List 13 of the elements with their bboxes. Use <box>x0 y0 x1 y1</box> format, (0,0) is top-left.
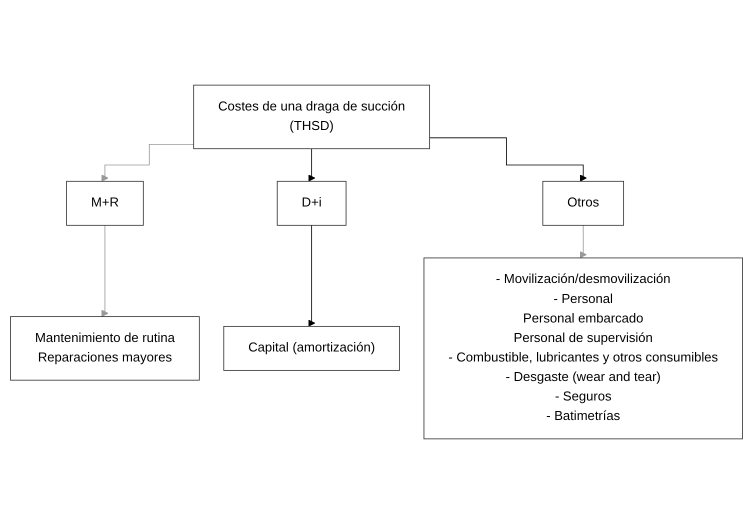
arrow <box>429 137 587 182</box>
arrow <box>308 148 316 182</box>
node-box <box>193 84 430 150</box>
node-box <box>276 180 346 226</box>
node-box <box>66 180 144 226</box>
node-box <box>542 180 624 226</box>
node-box <box>223 326 400 371</box>
arrow <box>101 144 194 182</box>
node-box <box>10 316 200 381</box>
arrow <box>580 224 587 258</box>
arrow <box>308 224 316 327</box>
node-box <box>424 258 743 440</box>
arrow <box>101 224 108 317</box>
